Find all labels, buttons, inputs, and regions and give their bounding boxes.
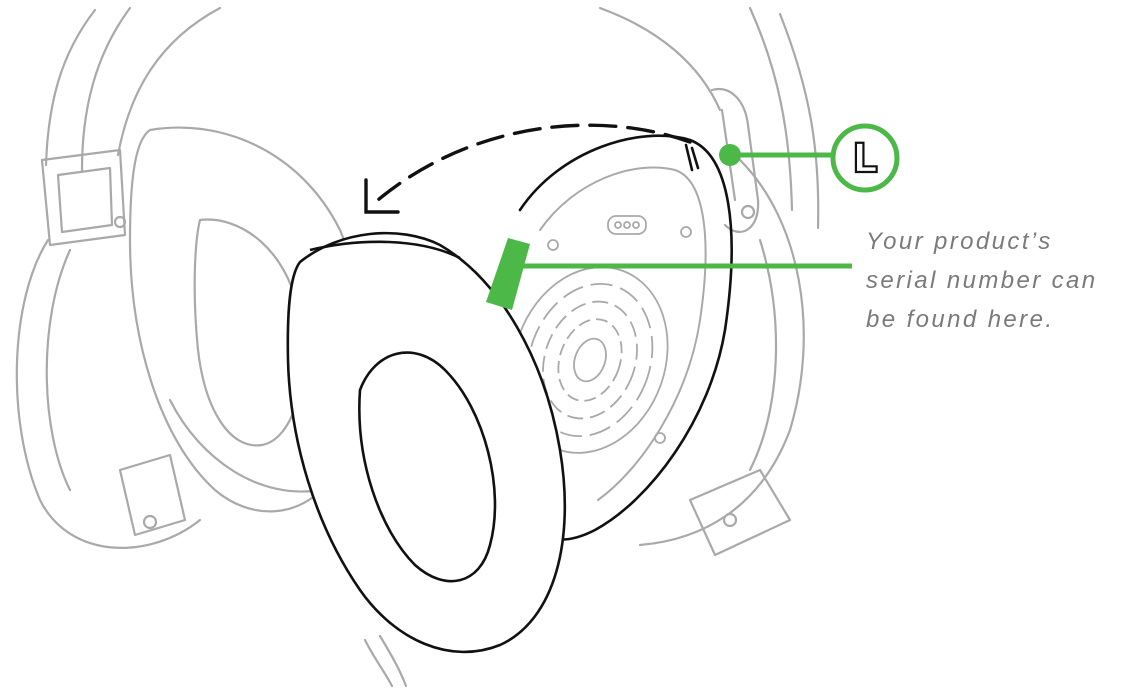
caption-line-3: be found here.	[866, 300, 1098, 339]
badge-anchor-dot	[719, 144, 741, 166]
mic-port-dot-2	[624, 222, 630, 228]
left-slider-screw	[144, 516, 156, 528]
caption-line-1: Your product’s	[866, 222, 1098, 261]
serial-sticker	[486, 238, 530, 310]
right-earcup-shell-inner	[750, 240, 776, 470]
serial-number-caption: Your product’s serial number can be foun…	[866, 222, 1098, 339]
right-slider-screw	[724, 514, 736, 526]
headband-right-outer	[780, 14, 818, 228]
cable-2	[380, 636, 406, 686]
mic-port-dot-3	[633, 222, 639, 228]
left-cushion-inner	[195, 220, 303, 446]
mic-port	[608, 216, 646, 234]
ear-plate-release-tab	[686, 145, 698, 170]
side-badge-callout: L	[719, 126, 897, 190]
plate-screw-3	[655, 433, 665, 443]
removed-ear-cushion	[288, 233, 565, 652]
caption-line-2: serial number can	[866, 261, 1098, 300]
cable	[365, 640, 392, 686]
right-slider	[690, 470, 790, 555]
left-yoke-slot	[58, 168, 112, 232]
grille-ring-4	[547, 310, 632, 409]
mic-port-dot-1	[615, 222, 621, 228]
ear-plate-inner-rim	[540, 168, 706, 501]
headband-inner	[82, 8, 130, 170]
headband-top	[118, 8, 220, 155]
left-earcup-shell	[17, 240, 200, 548]
headband-outer	[46, 10, 95, 165]
grille-ring-5	[568, 334, 611, 386]
headband-right-top	[600, 8, 720, 110]
left-slider	[120, 455, 185, 535]
l-letter-icon: L	[852, 136, 878, 182]
plate-screw-2	[681, 227, 691, 237]
right-hinge-screw	[742, 206, 754, 218]
left-yoke	[42, 150, 125, 245]
plate-screw-1	[548, 240, 558, 250]
left-earcup-shell-inner	[47, 250, 70, 490]
